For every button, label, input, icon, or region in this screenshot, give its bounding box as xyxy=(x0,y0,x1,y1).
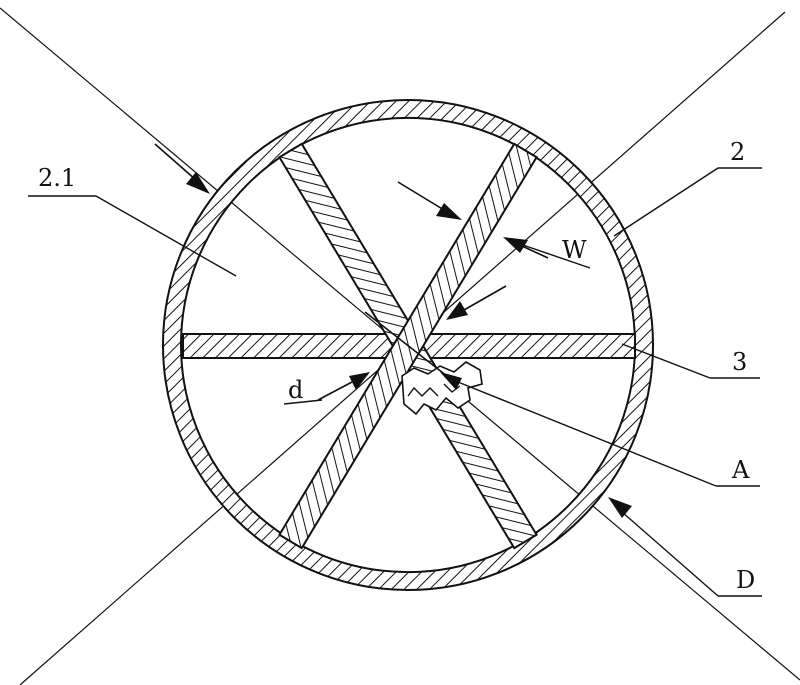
hub-notch xyxy=(401,361,483,416)
d-arrowhead-lower xyxy=(349,372,370,390)
label-diameter: D xyxy=(736,566,755,594)
diameter-arrowhead-lower xyxy=(608,497,632,518)
label-outer-wall: 2 xyxy=(730,138,745,166)
w-arrow-line-1 xyxy=(397,181,445,211)
hub-notch-detail xyxy=(407,383,461,397)
w-leader xyxy=(519,243,591,269)
diameter-line-upper xyxy=(154,143,197,181)
w-arrowhead-2 xyxy=(503,237,528,253)
w-arrowhead-1 xyxy=(436,203,462,220)
d-arrow-line-upper xyxy=(463,285,507,311)
label-rib: 3 xyxy=(732,348,747,376)
d-arrow-line-lower xyxy=(317,381,353,401)
label-chamber: 2.1 xyxy=(38,164,76,192)
diameter-arrowhead-upper xyxy=(186,172,210,194)
d-arrowhead-upper xyxy=(446,301,468,320)
d-leader xyxy=(283,399,323,405)
center-region-leader xyxy=(457,381,717,487)
w-arrow-line-2 xyxy=(521,245,549,259)
label-rib-width: W xyxy=(562,236,587,264)
outer-wall-leader xyxy=(613,167,719,237)
chamber-leader xyxy=(95,195,237,277)
diameter-leader xyxy=(621,511,719,597)
rib-leader xyxy=(621,343,711,379)
center-section-line xyxy=(364,311,453,381)
label-center-region: A xyxy=(731,456,750,484)
center-region-arrowhead xyxy=(440,372,462,390)
label-hub-gap: d xyxy=(288,376,303,404)
